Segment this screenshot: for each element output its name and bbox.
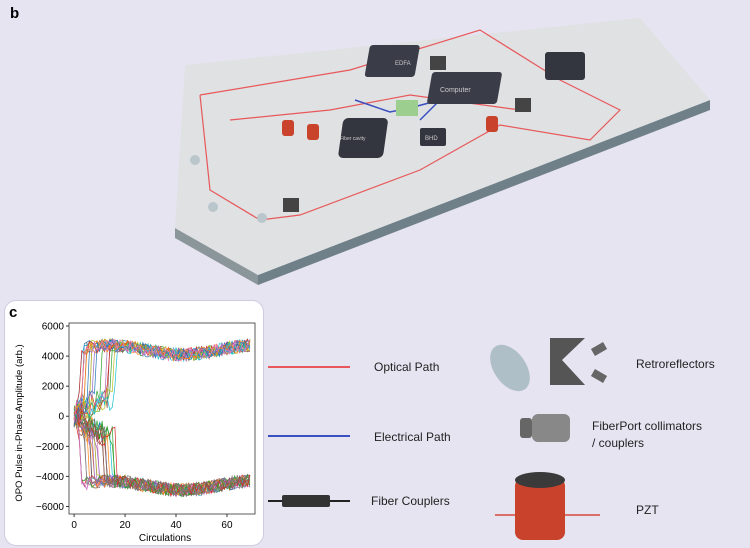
series-line (73, 413, 251, 497)
lens-icon (490, 344, 530, 392)
series-line (73, 338, 251, 422)
optical-path (199, 29, 622, 221)
series-line (73, 409, 250, 497)
fiber-cavity-box: Fiber cavity (338, 118, 388, 158)
series-line (73, 408, 251, 496)
legend-fiberport-line1: FiberPort collimators (592, 419, 703, 433)
retroreflector (430, 56, 446, 70)
chart-svg: c 6000 4000 2000 0 −2000 −4000 −6000 0 20 40 60 Ci… (9, 304, 256, 544)
fpga-board (396, 100, 418, 116)
x-tick-label: 60 (221, 520, 233, 531)
panel-label-c: c (9, 304, 17, 321)
y-tick-label: 0 (58, 412, 64, 423)
panel-c-chart: c 6000 4000 2000 0 −2000 −4000 −6000 0 20 40 60 Ci… (4, 300, 264, 546)
y-tick-label: −6000 (36, 502, 65, 513)
series-line (73, 418, 251, 498)
legend-optical-path: Optical Path (374, 360, 440, 374)
y-tick-label: 6000 (42, 322, 65, 333)
lens (208, 202, 218, 212)
computer-box: Computer (427, 72, 502, 104)
pzt-icon (495, 472, 600, 540)
lens (257, 213, 267, 223)
svg-text:EDFA: EDFA (395, 61, 411, 67)
y-tick-label: −4000 (36, 472, 65, 483)
board-side (175, 228, 258, 285)
y-tick-label: −2000 (36, 442, 65, 453)
fiberport-collimator-icon (520, 414, 570, 442)
edfa-box: EDFA (364, 45, 420, 77)
mirror-icon (590, 369, 608, 383)
y-tick-label: 2000 (42, 382, 65, 393)
experimental-setup-illustration: EDFA Computer Fiber cavity BHD b (10, 5, 710, 285)
x-axis-label: Circulations (139, 533, 191, 544)
laser-box (545, 52, 585, 80)
svg-text:Fiber cavity: Fiber cavity (340, 136, 366, 142)
x-tick-label: 20 (119, 520, 131, 531)
legend-fiber-couplers: Fiber Couplers (371, 494, 450, 508)
retroreflector (283, 198, 299, 212)
x-tick-label: 0 (71, 520, 77, 531)
pzt (282, 120, 294, 136)
retroreflector (515, 98, 531, 112)
breadboard (175, 18, 710, 275)
svg-text:BHD: BHD (425, 136, 438, 142)
legend-retroreflectors: Retroreflectors (636, 357, 715, 371)
board-side (258, 100, 710, 285)
lens (190, 155, 200, 165)
legend-fiberport-line2: / couplers (592, 436, 645, 450)
mirror-icon (590, 342, 608, 356)
x-tick-label: 40 (170, 520, 182, 531)
bhd-box: BHD (420, 128, 446, 146)
plot-frame (68, 322, 256, 515)
y-axis-label: OPO Pulse in-Phase Amplitude (arb.) (14, 344, 25, 501)
series-line (73, 338, 251, 420)
y-tick-label: 4000 (42, 352, 65, 363)
pzt (486, 116, 498, 132)
panel-label-b: b (10, 5, 19, 22)
svg-text:Computer: Computer (440, 87, 471, 94)
fiber-coupler-icon (268, 495, 350, 507)
legend-electrical-path: Electrical Path (374, 430, 451, 444)
pzt (307, 124, 319, 140)
retroreflector-icon (550, 338, 585, 385)
legend-pzt: PZT (636, 503, 659, 517)
